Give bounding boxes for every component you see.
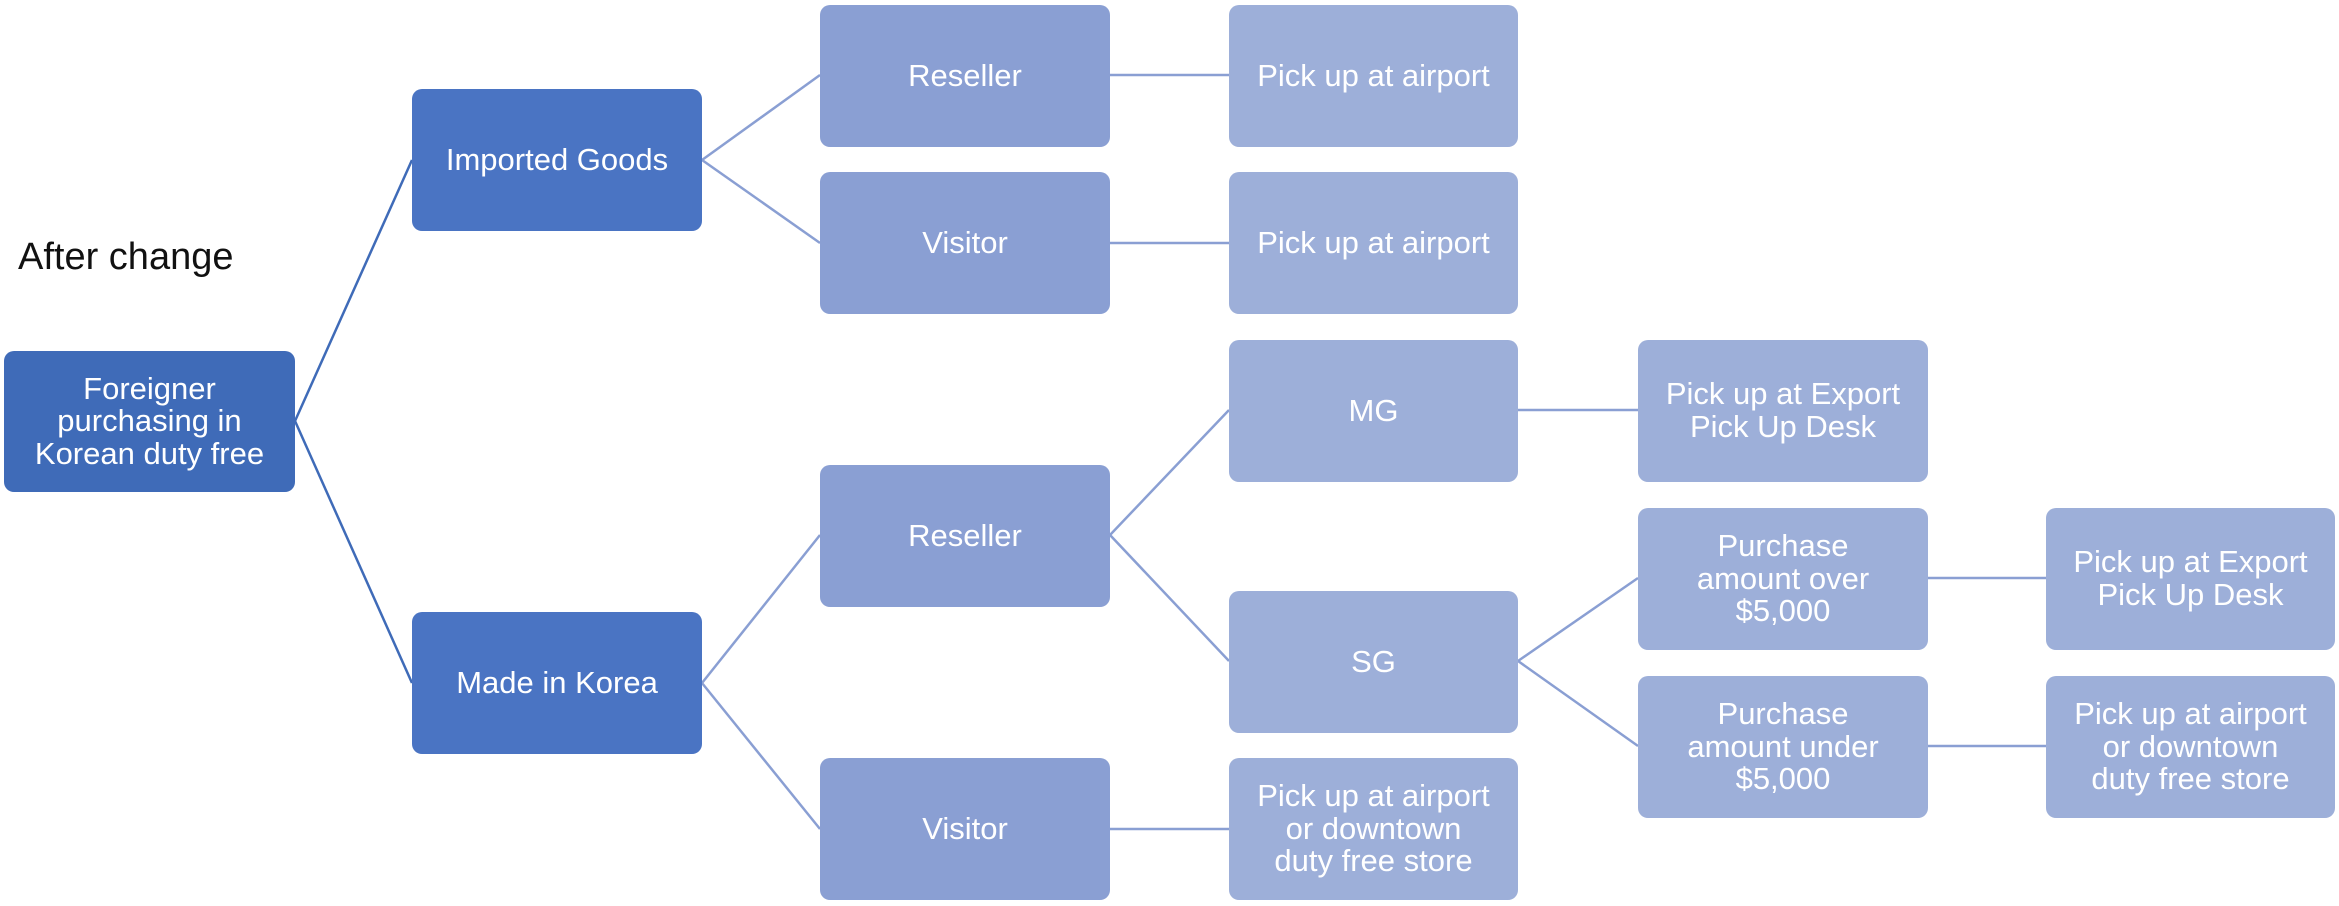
connector-korea-visitor: [701, 682, 821, 830]
connector-imported-visitor: [701, 158, 821, 245]
node-imported-reseller: Reseller: [820, 5, 1110, 147]
connector-reseller-sg: [1109, 534, 1230, 662]
diagram-caption: After change: [18, 236, 234, 278]
node-root: Foreigner purchasing in Korean duty free: [4, 351, 295, 492]
node-korea-visitor: Visitor: [820, 758, 1110, 900]
node-sg: SG: [1229, 591, 1518, 733]
node-imported-visitor-outcome: Pick up at airport: [1229, 172, 1518, 314]
connector-korea-reseller: [701, 534, 821, 684]
connector-reseller-mg: [1109, 409, 1230, 536]
node-imported-visitor: Visitor: [820, 172, 1110, 314]
connector-sg-over: [1517, 576, 1639, 663]
node-imported-reseller-outcome: Pick up at airport: [1229, 5, 1518, 147]
node-made-in-korea: Made in Korea: [412, 612, 702, 754]
node-korea-reseller: Reseller: [820, 465, 1110, 607]
node-under-outcome: Pick up at airport or downtown duty free…: [2046, 676, 2335, 818]
node-purchase-under: Purchase amount under $5,000: [1638, 676, 1928, 818]
connector-imported-reseller: [701, 73, 821, 162]
node-purchase-over: Purchase amount over $5,000: [1638, 508, 1928, 650]
node-mg: MG: [1229, 340, 1518, 482]
node-mg-outcome: Pick up at Export Pick Up Desk: [1638, 340, 1928, 482]
connector-root-imported: [293, 159, 414, 422]
node-imported-goods: Imported Goods: [412, 89, 702, 231]
connector-sg-under: [1517, 659, 1639, 748]
node-korea-visitor-outcome: Pick up at airport or downtown duty free…: [1229, 758, 1518, 900]
connector-root-korea: [293, 420, 414, 684]
node-over-outcome: Pick up at Export Pick Up Desk: [2046, 508, 2335, 650]
